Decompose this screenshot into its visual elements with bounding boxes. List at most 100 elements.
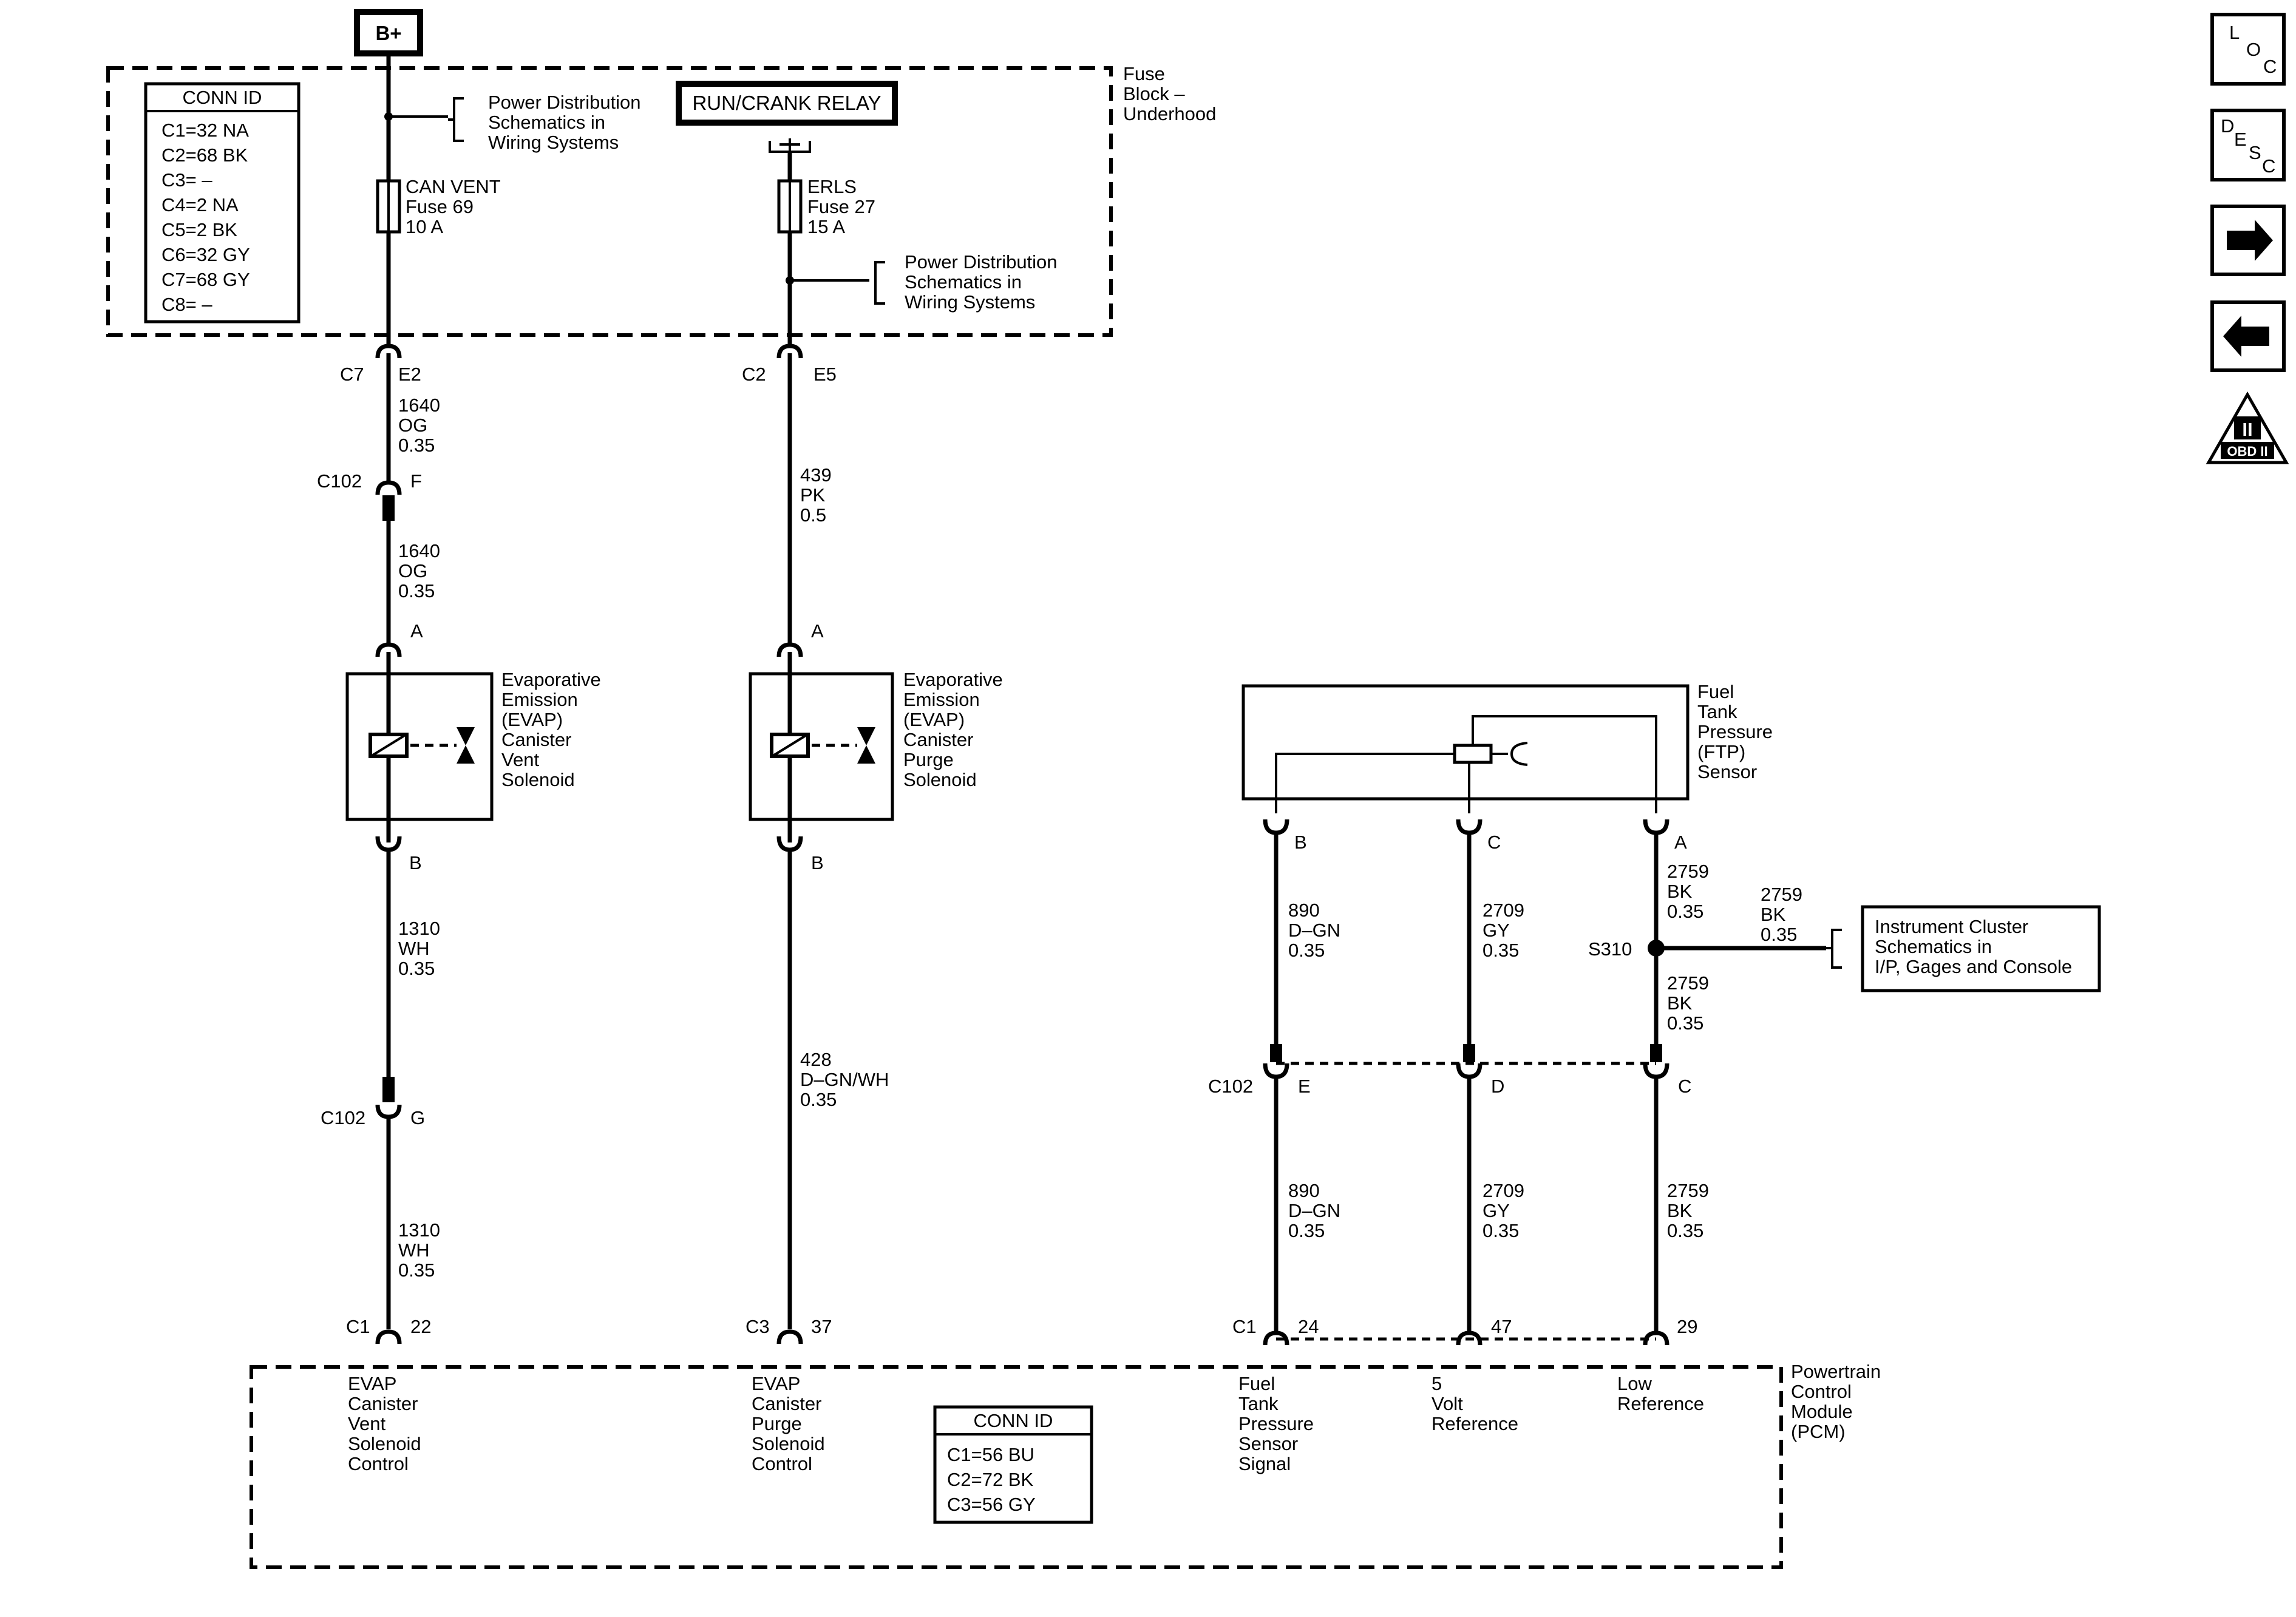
fuse-block-outline [106, 66, 1113, 337]
arrow-left-icon [2223, 316, 2269, 357]
conn-id-row: C1=32 NA [161, 120, 249, 141]
pcm-label-purge-control: EVAP Canister Purge Solenoid Control [752, 1373, 825, 1474]
connector-c102: C102 [321, 1107, 365, 1128]
instrument-cluster-ref: Instrument Cluster Schematics in I/P, Ga… [1861, 905, 2101, 992]
svg-text:Schematics in: Schematics in [905, 271, 1022, 293]
svg-text:S: S [2249, 142, 2261, 163]
svg-text:Fuel: Fuel [1697, 681, 1734, 702]
svg-text:WH: WH [398, 938, 430, 959]
connector-c102: C102 [1208, 1076, 1253, 1097]
svg-text:Powertrain: Powertrain [1791, 1361, 1881, 1382]
svg-text:1310: 1310 [398, 1219, 440, 1241]
previous-page-button[interactable] [2210, 300, 2286, 372]
svg-text:Power Distribution: Power Distribution [488, 92, 641, 113]
svg-text:(EVAP): (EVAP) [903, 709, 965, 730]
svg-text:0.35: 0.35 [1288, 940, 1325, 961]
svg-text:Control: Control [348, 1453, 409, 1474]
svg-text:0.35: 0.35 [1483, 1220, 1519, 1241]
conn-id-row: C1=56 BU [947, 1444, 1034, 1465]
obd-ii-button[interactable]: II OBD II [2206, 391, 2289, 464]
conn-id-row: C2=68 BK [161, 144, 248, 166]
svg-text:D: D [2221, 115, 2234, 137]
circuit-ftp-sensor: Fuel Tank Pressure (FTP) Sensor B C A 89… [1208, 681, 2101, 1474]
fuse-can-vent-69: CAN VENT Fuse 69 10 A [376, 176, 501, 237]
svg-text:1640: 1640 [398, 540, 440, 561]
svg-text:2759: 2759 [1761, 884, 1802, 905]
svg-text:5: 5 [1432, 1373, 1442, 1394]
svg-text:Canister: Canister [348, 1393, 418, 1414]
svg-text:0.35: 0.35 [398, 580, 435, 602]
svg-text:Schematics in: Schematics in [488, 112, 605, 133]
svg-text:CAN VENT: CAN VENT [406, 176, 501, 197]
pin-g: G [410, 1107, 425, 1128]
pin-24: 24 [1298, 1316, 1319, 1337]
pin-a: A [1674, 832, 1687, 853]
svg-text:Fuel: Fuel [1238, 1373, 1275, 1394]
conn-id-row: C8= – [161, 294, 212, 315]
battery-supply-label: B+ [375, 22, 401, 44]
pin-a: A [410, 620, 423, 642]
svg-text:(EVAP): (EVAP) [501, 709, 563, 730]
svg-text:Sensor: Sensor [1697, 761, 1757, 782]
svg-text:0.35: 0.35 [800, 1089, 837, 1110]
pcm-conn-id-table: CONN ID C1=56 BU C2=72 BK C3=56 GY [933, 1405, 1093, 1524]
svg-text:Reference: Reference [1617, 1393, 1704, 1414]
svg-text:1310: 1310 [398, 918, 440, 939]
location-button[interactable]: L O C [2210, 13, 2286, 86]
svg-text:Tank: Tank [1697, 701, 1737, 722]
obd-icon [2234, 416, 2261, 439]
conn-id-row: C6=32 GY [161, 244, 250, 265]
svg-text:Purge: Purge [903, 749, 954, 770]
svg-text:890: 890 [1288, 900, 1320, 921]
connector-c1: C1 [1232, 1316, 1257, 1337]
svg-text:RUN/CRANK RELAY: RUN/CRANK RELAY [692, 92, 881, 114]
pcm-name: Powertrain Control Module (PCM) [1791, 1361, 1881, 1442]
svg-text:Canister: Canister [752, 1393, 821, 1414]
svg-text:CONN ID: CONN ID [183, 87, 262, 108]
pin-a: A [811, 620, 824, 642]
svg-text:Control: Control [752, 1453, 812, 1474]
svg-text:15 A: 15 A [807, 216, 845, 237]
svg-text:0.35: 0.35 [1761, 924, 1797, 945]
conn-id-row: C4=2 NA [161, 194, 239, 215]
svg-text:Reference: Reference [1432, 1413, 1518, 1434]
svg-text:439: 439 [800, 464, 832, 486]
svg-text:Emission: Emission [501, 689, 578, 710]
svg-text:Pressure: Pressure [1697, 721, 1773, 742]
svg-text:(PCM): (PCM) [1791, 1421, 1846, 1442]
pin-29: 29 [1677, 1316, 1697, 1337]
svg-text:0.35: 0.35 [1667, 901, 1703, 922]
next-page-button[interactable] [2210, 205, 2286, 276]
pin-f: F [410, 470, 422, 492]
svg-text:BK: BK [1667, 881, 1693, 902]
svg-text:Volt: Volt [1432, 1393, 1463, 1414]
description-button[interactable]: D E S C [2210, 109, 2286, 181]
vent-valve-icon [457, 727, 475, 764]
connector-c102: C102 [317, 470, 362, 492]
svg-text:0.35: 0.35 [1667, 1220, 1703, 1241]
splice-label: S310 [1588, 938, 1632, 960]
ftp-sensor-box [1241, 684, 1690, 801]
svg-text:EVAP: EVAP [752, 1373, 800, 1394]
svg-text:Pressure: Pressure [1238, 1413, 1314, 1434]
pin-c: C [1487, 832, 1501, 853]
svg-text:Power Distribution: Power Distribution [905, 251, 1058, 273]
svg-text:Solenoid: Solenoid [501, 769, 575, 790]
svg-text:Sensor: Sensor [1238, 1433, 1298, 1454]
svg-text:Canister: Canister [501, 729, 571, 750]
svg-text:BK: BK [1667, 992, 1693, 1014]
pin-22: 22 [410, 1316, 431, 1337]
svg-text:L: L [2229, 22, 2240, 43]
svg-text:D–GN: D–GN [1288, 920, 1340, 941]
fuse-erls-27: ERLS Fuse 27 15 A [777, 176, 875, 237]
svg-text:GY: GY [1483, 1200, 1510, 1221]
pcm-outline [250, 1365, 1783, 1569]
svg-text:Wiring Systems: Wiring Systems [905, 291, 1035, 313]
svg-text:Fuse: Fuse [1123, 63, 1165, 84]
svg-text:10 A: 10 A [406, 216, 443, 237]
pcm-label-low-reference: Low Reference [1617, 1373, 1704, 1414]
conn-id-row: C5=2 BK [161, 219, 237, 240]
svg-text:Schematics in: Schematics in [1875, 936, 1992, 957]
battery-supply: B+ [354, 9, 423, 56]
